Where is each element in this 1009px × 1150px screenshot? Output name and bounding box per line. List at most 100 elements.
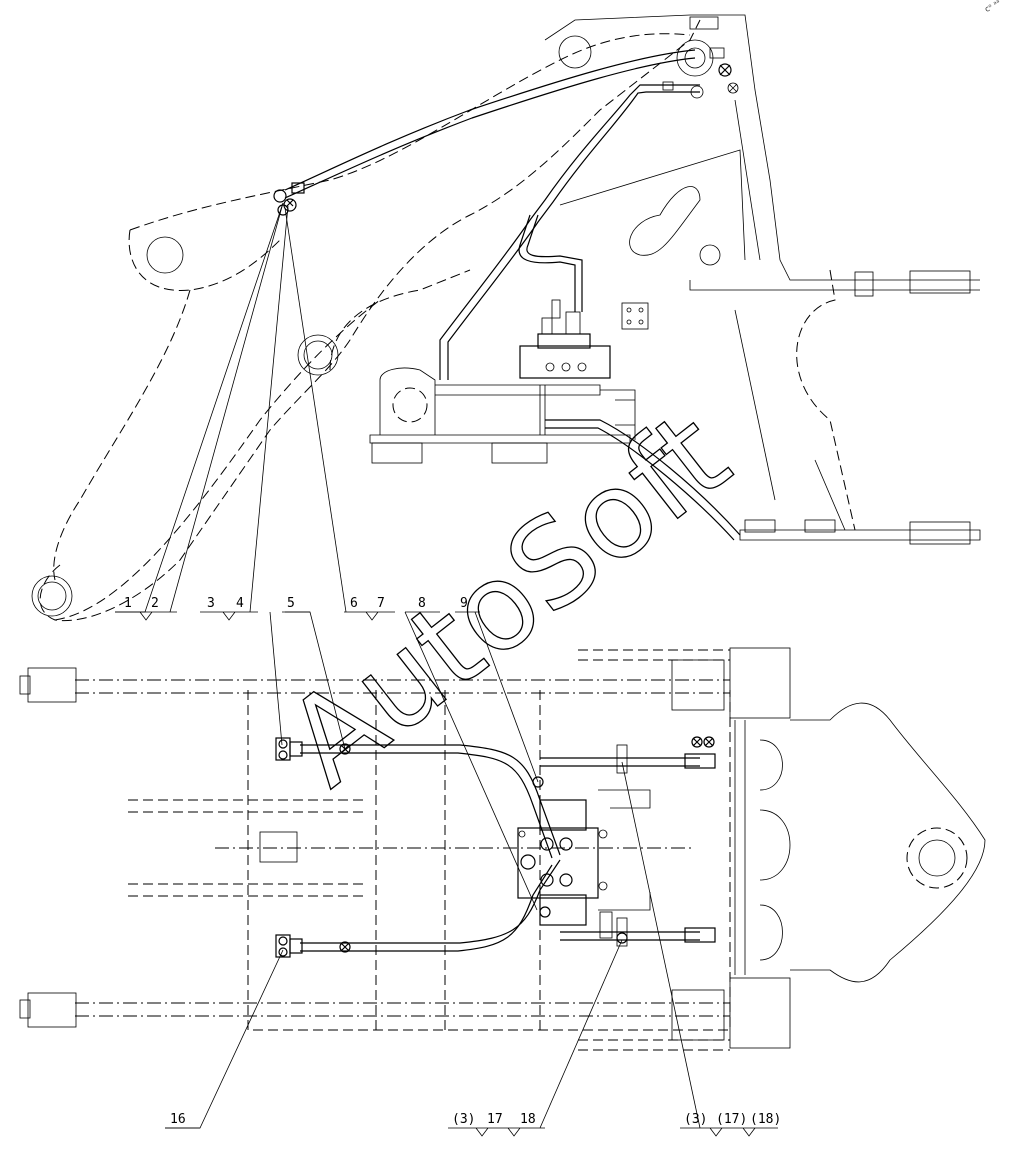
label-17: 17	[487, 1112, 503, 1127]
hose-upper-top	[300, 744, 561, 856]
bottom-rail-block-2	[804, 519, 836, 533]
leader-9	[474, 611, 539, 783]
leader-3-17-18	[621, 761, 701, 1129]
hose-upper	[284, 49, 696, 191]
upper-right-rail	[578, 649, 730, 661]
base-plate	[369, 434, 631, 444]
boom-upper-edge	[129, 33, 691, 231]
frame-cross-member	[734, 720, 746, 975]
hose-upper-2	[284, 57, 696, 199]
base-bracket	[379, 367, 436, 435]
leader-2	[169, 202, 284, 613]
roller-lower	[671, 989, 725, 1041]
tail-pin	[906, 827, 968, 889]
hose-lower-top-2	[300, 864, 553, 952]
frame-block-right	[854, 271, 874, 297]
label-3-paren-b: (3)	[684, 1112, 707, 1127]
pin-bottom	[31, 575, 73, 617]
bottom-label-row: 16 (3) 17 18 (3) (17) (18)	[165, 1112, 781, 1137]
lower-right-rail	[578, 1039, 730, 1051]
lower-arm-curve	[329, 269, 471, 371]
base-crossbar	[435, 384, 601, 396]
fitting-right-upper	[616, 736, 716, 774]
central-frame	[247, 690, 731, 1031]
leader-16	[165, 949, 284, 1129]
pin-frame	[699, 244, 721, 266]
pipe-right-upper	[540, 757, 700, 767]
boom-inner-curve	[53, 289, 191, 581]
top-label-row: 1 2 3 4 5 6 7 8 9	[115, 596, 480, 621]
frame-slot	[629, 186, 701, 256]
watermark: AutoSoft	[262, 386, 754, 813]
central-frame-h2	[128, 883, 365, 897]
bracket-upper	[729, 647, 791, 719]
base-foot-left	[371, 442, 423, 464]
boom-arm-lower	[54, 299, 381, 621]
pipe-to-valve-2	[526, 214, 583, 312]
fitting-left-lower	[275, 934, 303, 958]
pipe-main-2	[447, 91, 700, 380]
bottom-rail	[739, 529, 981, 541]
leader-6-7	[284, 207, 347, 613]
pin-middle-inner	[303, 340, 333, 370]
label-8: 8	[418, 596, 426, 611]
label-4: 4	[236, 596, 244, 611]
base-support	[600, 389, 636, 440]
label-9: 9	[460, 596, 468, 611]
central-block	[259, 831, 298, 863]
tail-outline	[790, 702, 986, 983]
corner-mark: cᵒ ᵃᵃ	[983, 0, 1002, 14]
leader-1-2	[115, 202, 284, 613]
base-foot-right	[491, 442, 548, 464]
roller-upper	[671, 659, 725, 711]
label-1: 1	[124, 596, 132, 611]
hose-lower-top	[300, 859, 561, 944]
frame-cross-rollers	[759, 739, 791, 961]
frame-block-far-right	[909, 270, 971, 294]
boom-left-lobe	[128, 229, 281, 291]
frame-right-body-2	[689, 280, 980, 291]
label-3-paren: (3)	[452, 1112, 475, 1127]
label-5: 5	[287, 596, 295, 611]
top-view	[19, 611, 986, 1129]
label-18: 18	[520, 1112, 536, 1127]
bracket-lower	[729, 977, 791, 1049]
label-18-paren: (18)	[750, 1112, 781, 1127]
frame-diagonal	[559, 149, 746, 261]
pin-top-right-inner	[684, 47, 706, 69]
frame-right-body	[544, 14, 980, 281]
control-valve-side	[519, 299, 611, 379]
rail-end-upper	[27, 667, 77, 703]
label-17-paren: (17)	[716, 1112, 747, 1127]
frame-dashed-right	[796, 269, 856, 531]
rail-end-lower	[27, 992, 77, 1028]
pipe-lower-2	[545, 427, 735, 541]
hose-upper-top-2	[300, 752, 553, 859]
label-2: 2	[151, 596, 159, 611]
frame-inner-edge	[734, 99, 761, 261]
pin-top	[558, 35, 592, 69]
small-plate	[621, 302, 649, 330]
fitting-top-right	[662, 16, 739, 99]
clamp-lower	[339, 941, 351, 953]
frame-lower-line	[734, 309, 776, 501]
fitting-left-upper	[275, 737, 303, 761]
pipe-main	[439, 84, 700, 380]
fitting-right-lower	[599, 911, 716, 947]
clamp-upper	[339, 743, 351, 755]
bottom-rail-block-3	[909, 521, 971, 545]
pin-left	[146, 236, 184, 274]
leader-18	[539, 939, 623, 1129]
pipe-lower	[545, 419, 741, 536]
leader-1-2b	[269, 611, 283, 746]
bottom-rail-block	[744, 519, 776, 533]
fitting-cluster-top	[273, 182, 305, 216]
leader-3-4	[249, 205, 289, 613]
pipe-to-valve	[518, 214, 576, 312]
pin-middle	[297, 334, 339, 376]
pipe-right-lower	[560, 931, 700, 941]
base-crossbar-2	[539, 385, 546, 435]
tail-pin-inner	[918, 839, 956, 877]
control-valve-top	[517, 776, 651, 926]
